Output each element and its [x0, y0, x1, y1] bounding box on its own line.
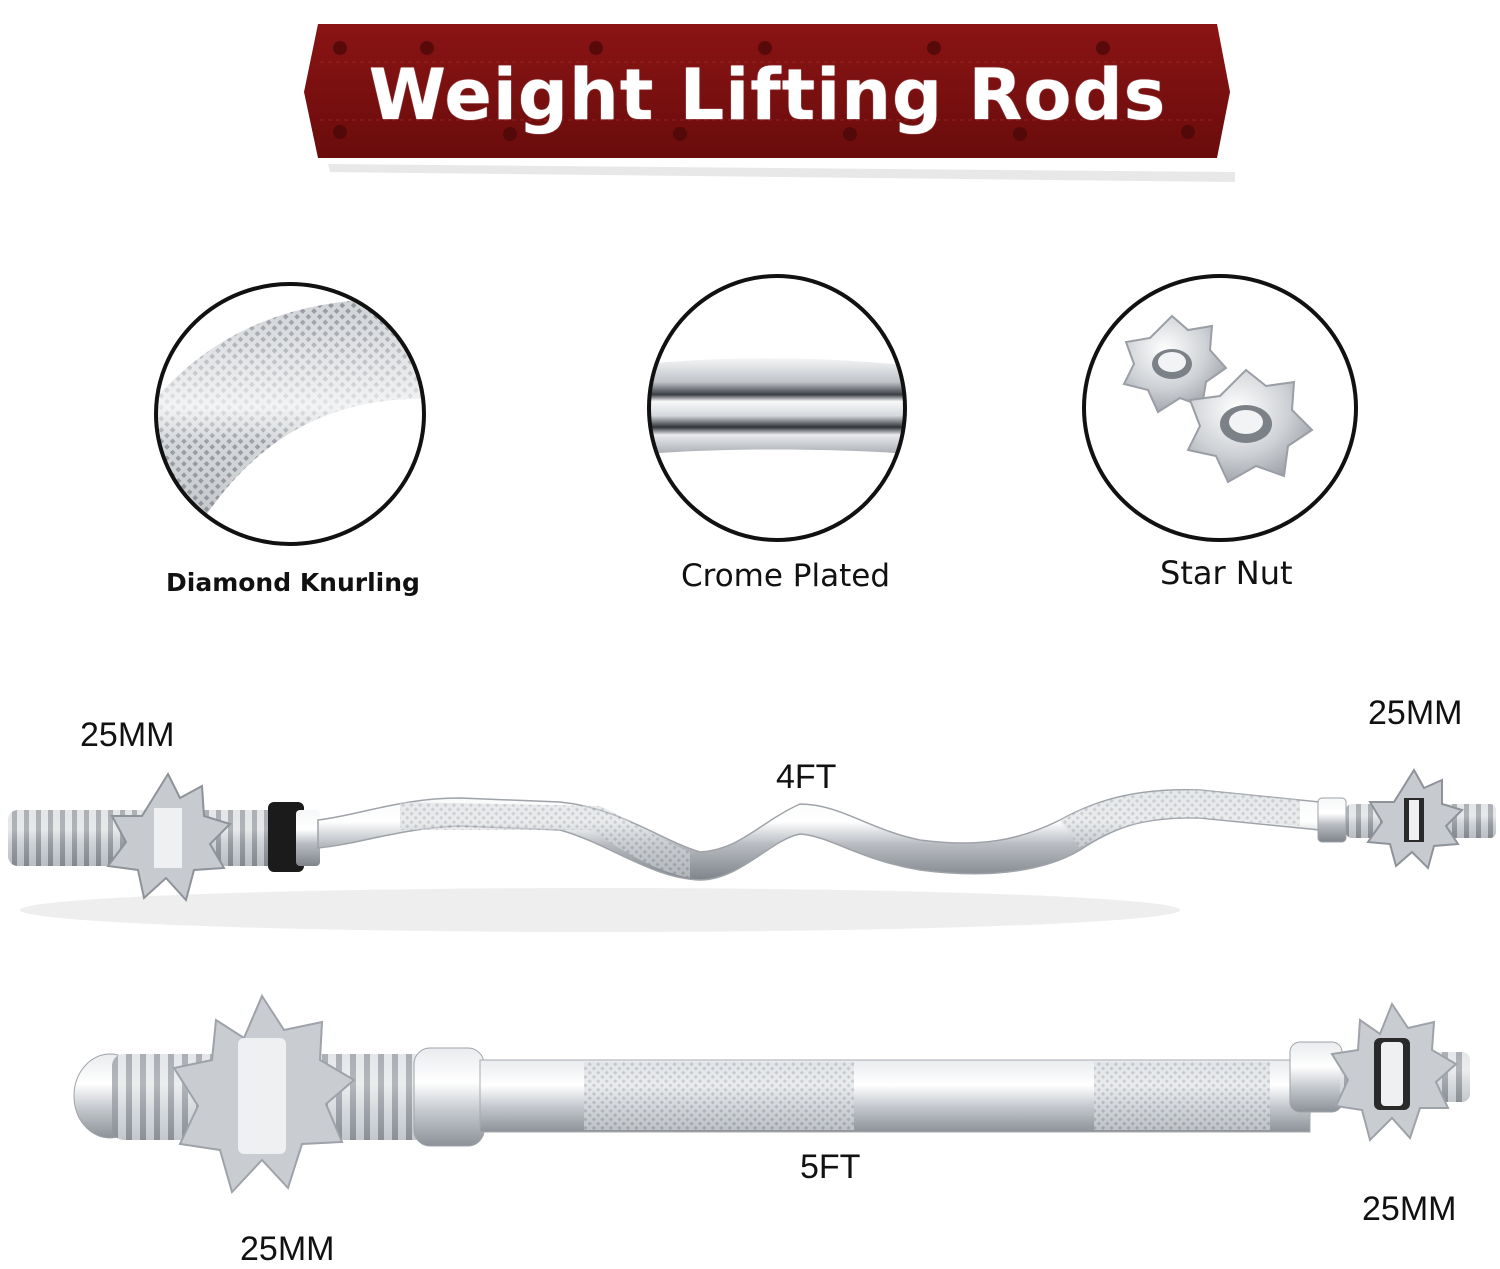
straight-bar-image	[73, 993, 1470, 1194]
title-banner: Weight Lifting Rods	[300, 22, 1240, 192]
curl-rod-4ft: 25MM 4FT 25MM	[0, 680, 1500, 980]
ez-curl-bar-image	[8, 768, 1496, 932]
feature-diamond-knurling: Diamond Knurling	[150, 280, 450, 610]
curl-rod-left-diameter: 25MM	[80, 716, 175, 754]
straight-rod-5ft: 5FT 25MM 25MM	[0, 990, 1500, 1268]
straight-rod-right-diameter: 25MM	[1362, 1190, 1457, 1228]
feature-label-star-nut: Star Nut	[1160, 554, 1293, 592]
star-nut-icon	[1082, 274, 1358, 542]
curl-rod-right-diameter: 25MM	[1368, 694, 1463, 732]
feature-crome-plated: Crome Plated	[645, 272, 945, 602]
feature-label-crome-plated: Crome Plated	[681, 558, 891, 594]
feature-star-nut: Star Nut	[1080, 272, 1370, 602]
banner-ribbon-shape	[304, 24, 1235, 182]
chrome-bar-closeup-icon	[647, 274, 907, 542]
page-title: Weight Lifting Rods	[368, 54, 1167, 136]
feature-label-diamond-knurling: Diamond Knurling	[166, 568, 420, 597]
knurled-bar-closeup-icon	[154, 282, 426, 546]
straight-rod-left-diameter: 25MM	[240, 1230, 335, 1268]
curl-rod-length: 4FT	[776, 758, 837, 796]
straight-rod-length: 5FT	[800, 1148, 861, 1186]
